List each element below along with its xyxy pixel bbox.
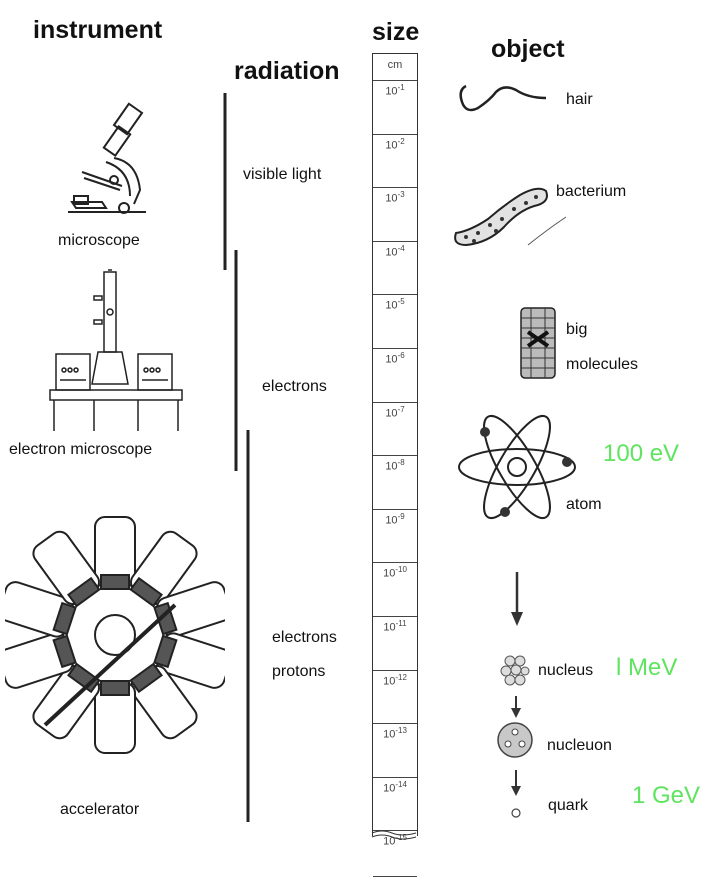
scale-tick-label: 10-8 bbox=[385, 458, 405, 473]
electron-microscope-icon bbox=[49, 269, 183, 431]
quark-icon bbox=[511, 808, 521, 818]
scale-tick-line bbox=[373, 830, 417, 832]
scale-tick-line bbox=[373, 348, 417, 349]
accelerator-icon bbox=[5, 516, 225, 754]
nucleus-icon bbox=[500, 655, 530, 686]
microscope-icon bbox=[68, 102, 146, 214]
energy-nucleus: l MeV bbox=[616, 654, 678, 681]
scale-tick-label: 10-3 bbox=[385, 190, 405, 205]
arrow-down-small-icon bbox=[511, 696, 521, 718]
scale-tick-label: 10-10 bbox=[383, 565, 407, 581]
scale-tick-line bbox=[373, 723, 417, 725]
object-bacterium-label: bacterium bbox=[556, 183, 627, 200]
scale-tick-line bbox=[373, 616, 417, 617]
scale-tick-label: 10-2 bbox=[385, 136, 405, 152]
object-hair-label: hair bbox=[566, 91, 593, 108]
instrument-microscope-label: microscope bbox=[58, 232, 140, 249]
scale-tick-label: 10-12 bbox=[383, 672, 407, 688]
header-radiation: radiation bbox=[234, 57, 340, 85]
scale-tick-label: 10-9 bbox=[385, 511, 405, 527]
radiation-visible-light: visible light bbox=[243, 166, 322, 183]
scale-unit: cm bbox=[387, 59, 403, 71]
object-big-molecules-label-1: big bbox=[566, 321, 588, 338]
scale-tick-line bbox=[373, 455, 417, 457]
arrow-down-icon bbox=[511, 572, 523, 626]
object-nucleus-label: nucleus bbox=[538, 662, 594, 679]
nucleon-icon bbox=[497, 722, 533, 758]
object-atom-label: atom bbox=[566, 496, 602, 513]
bacterium-icon bbox=[454, 187, 567, 247]
scale-tick-label: 10-13 bbox=[383, 726, 407, 741]
instrument-electron-microscope-label: electron microscope bbox=[9, 441, 153, 458]
arrow-down-small-icon-2 bbox=[511, 770, 521, 796]
header-object: object bbox=[491, 35, 565, 63]
radiation-electrons-protons-2: protons bbox=[272, 663, 326, 680]
atom-icon bbox=[458, 414, 576, 520]
scale-tick-line bbox=[373, 401, 417, 403]
scale-tick-line bbox=[373, 133, 417, 135]
scale-tick-label: 10-5 bbox=[385, 297, 405, 313]
instrument-accelerator-label: accelerator bbox=[60, 801, 140, 818]
object-big-molecules-label-2: molecules bbox=[566, 356, 639, 373]
scale-tick-label: 10-4 bbox=[385, 243, 405, 259]
header-instrument: instrument bbox=[33, 16, 163, 44]
scale-tick-line bbox=[373, 80, 417, 81]
energy-quark: 1 GeV bbox=[632, 782, 701, 809]
radiation-range-bars bbox=[223, 93, 250, 822]
hair-icon bbox=[459, 84, 547, 112]
size-scale-ruler: cm 10-1 10-2 10-3 10-4 10-5 10-6 10-7 10-8 10-9 1… bbox=[372, 53, 418, 877]
scale-tick-label: 10-15 bbox=[383, 833, 407, 849]
radiation-electrons: electrons bbox=[262, 378, 327, 395]
scale-tick-line bbox=[373, 294, 417, 296]
scale-tick-label: 10-11 bbox=[383, 619, 407, 634]
radiation-electrons-protons-1: electrons bbox=[272, 629, 337, 646]
scale-tick-line bbox=[373, 562, 417, 564]
object-quark-label: quark bbox=[548, 797, 589, 814]
object-nucleon-label: nucleuon bbox=[547, 737, 612, 754]
scale-tick-label: 10-7 bbox=[385, 404, 405, 420]
big-molecules-icon bbox=[520, 307, 556, 379]
scale-tick-line bbox=[373, 776, 417, 778]
scale-tick-label: 10-1 bbox=[385, 83, 405, 98]
header-size: size bbox=[372, 18, 420, 46]
scale-tick-line bbox=[373, 187, 417, 189]
energy-atom: 100 eV bbox=[603, 440, 680, 467]
ruler-torn-edge bbox=[371, 830, 417, 840]
scale-tick-label: 10-14 bbox=[383, 779, 407, 795]
scale-tick-line bbox=[373, 240, 417, 242]
scale-tick-line bbox=[373, 508, 417, 510]
scale-tick-label: 10-6 bbox=[385, 351, 405, 366]
scale-tick-line bbox=[373, 669, 417, 671]
